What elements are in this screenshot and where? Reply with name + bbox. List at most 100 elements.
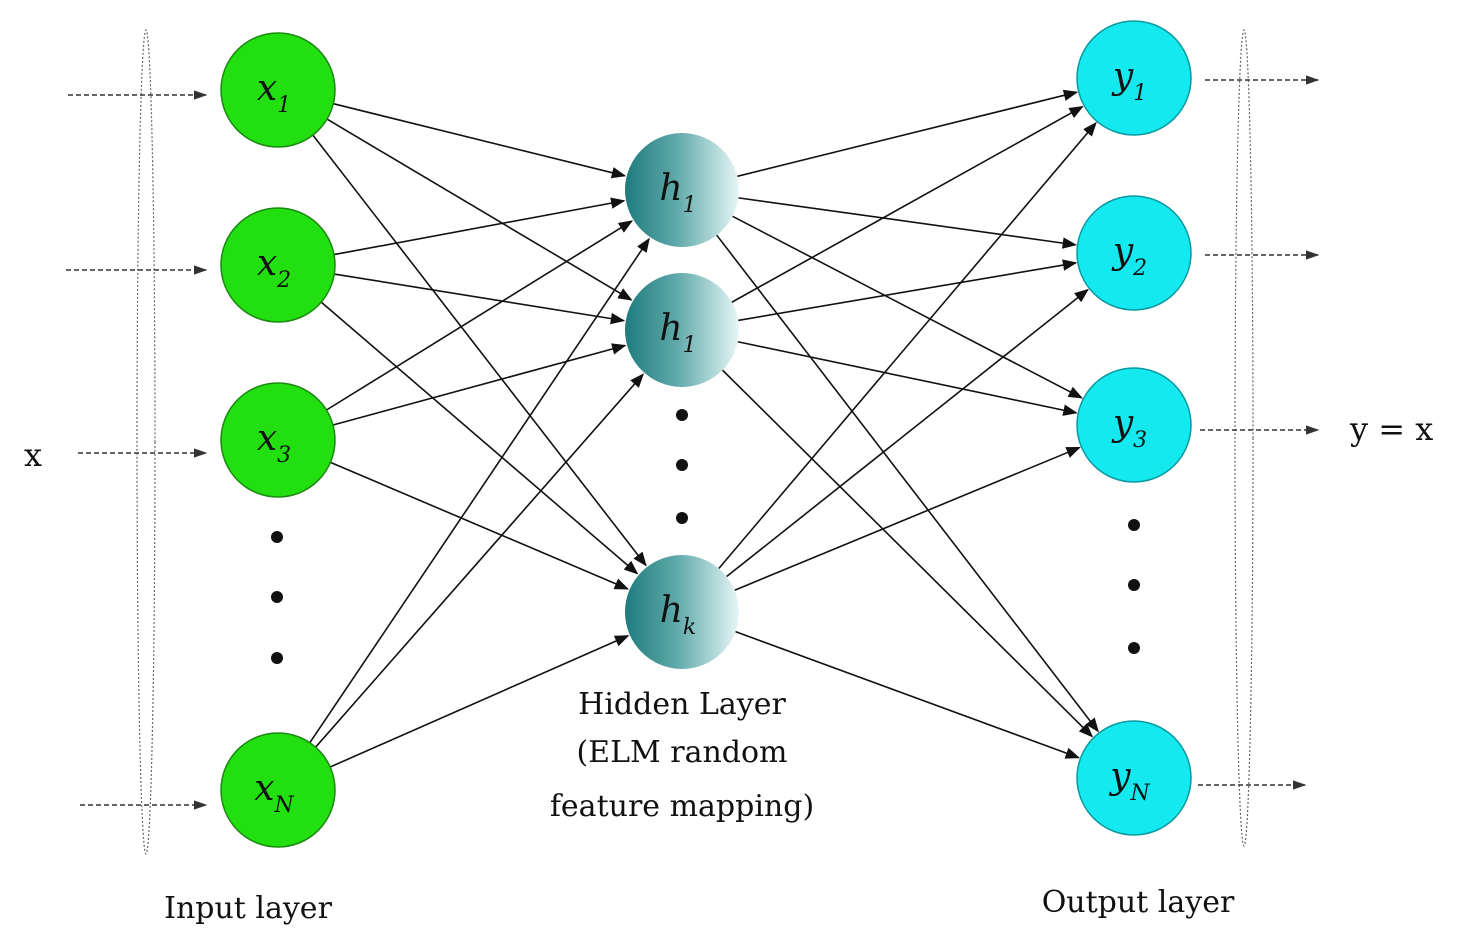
input-layer-label: Input layer bbox=[164, 891, 332, 926]
output-dot-1 bbox=[1128, 519, 1140, 531]
hidden-node-base: h bbox=[659, 168, 682, 209]
hidden-dot-1 bbox=[676, 409, 688, 421]
edge-hidden-2-output-3 bbox=[737, 340, 1078, 416]
edge-hidden-2-output-2 bbox=[738, 259, 1078, 322]
edge-input-3-hidden-2 bbox=[332, 343, 627, 426]
output-node-sub: N bbox=[1130, 781, 1151, 806]
input-node-label: xN bbox=[254, 768, 294, 818]
edge-input-2-hidden-1 bbox=[333, 197, 626, 256]
hidden-node-circle bbox=[625, 133, 739, 247]
input-dot-1 bbox=[271, 531, 283, 543]
edge-hidden-3-output-3 bbox=[734, 446, 1081, 591]
output-arrows bbox=[1198, 75, 1320, 790]
input-node-base: x bbox=[257, 418, 277, 459]
output-dot-2 bbox=[1128, 579, 1140, 591]
output-layer-bracket bbox=[1234, 29, 1254, 847]
hidden-node-circle bbox=[625, 555, 739, 669]
edge-hidden-2-output-4 bbox=[721, 369, 1094, 738]
input-node-4: xN bbox=[220, 732, 336, 848]
edge-hidden-3-output-4 bbox=[735, 630, 1080, 759]
edge-input-4-hidden-1 bbox=[309, 237, 650, 744]
hidden-node-sub: 1 bbox=[683, 193, 697, 218]
edge-hidden-1-output-1 bbox=[737, 89, 1079, 178]
hidden-node-1: h1 bbox=[625, 133, 739, 247]
input-dot-3 bbox=[271, 652, 283, 664]
input-node-circle bbox=[220, 732, 336, 848]
input-node-base: x bbox=[257, 68, 277, 109]
edge-input-1-hidden-1 bbox=[333, 102, 627, 179]
input-node-3: x3 bbox=[220, 382, 336, 498]
output-node-label: y2 bbox=[1111, 231, 1147, 281]
hidden-node-label: h1 bbox=[659, 308, 696, 358]
output-node-2: y2 bbox=[1076, 195, 1192, 311]
output-node-circle bbox=[1076, 20, 1192, 136]
output-node-sub: 1 bbox=[1133, 81, 1147, 106]
input-dot-2 bbox=[271, 591, 283, 603]
edge-hidden-1-output-3 bbox=[732, 215, 1083, 399]
edge-input-1-hidden-2 bbox=[326, 118, 633, 301]
hidden-node-2: h1 bbox=[625, 273, 739, 387]
output-node-circle bbox=[1076, 195, 1192, 311]
input-node-base: x bbox=[257, 243, 277, 284]
hidden-node-circle bbox=[625, 273, 739, 387]
edge-hidden-3-output-1 bbox=[718, 121, 1097, 570]
output-node-sub: 2 bbox=[1132, 256, 1147, 281]
hidden-dot-2 bbox=[676, 459, 688, 471]
output-node-label: y1 bbox=[1111, 56, 1147, 106]
output-node-1: y1 bbox=[1076, 20, 1192, 136]
input-node-label: x3 bbox=[257, 418, 291, 468]
output-ellipsis bbox=[1128, 519, 1140, 654]
input-node-circle bbox=[220, 32, 336, 148]
input-arrows bbox=[66, 90, 208, 810]
input-node-sub: 1 bbox=[277, 93, 291, 118]
input-node-2: x2 bbox=[220, 207, 336, 323]
input-node-base: x bbox=[254, 768, 274, 809]
edge-hidden-2-output-1 bbox=[731, 106, 1084, 303]
input-node-sub: N bbox=[274, 793, 295, 818]
input-node-label: x1 bbox=[257, 68, 291, 118]
connections bbox=[309, 89, 1099, 768]
input-node-sub: 3 bbox=[277, 443, 291, 468]
edge-hidden-3-output-2 bbox=[726, 288, 1089, 578]
hidden-node-label: hk bbox=[660, 590, 697, 640]
input-layer-bracket bbox=[136, 29, 156, 855]
input-node-label: x2 bbox=[257, 243, 291, 293]
input-side-label: x bbox=[24, 436, 42, 474]
hidden-node-label: h1 bbox=[659, 168, 696, 218]
output-node-base: y bbox=[1111, 231, 1134, 272]
edge-input-3-hidden-1 bbox=[326, 220, 634, 411]
input-node-circle bbox=[220, 207, 336, 323]
output-node-label: y3 bbox=[1111, 403, 1147, 453]
hidden-dot-3 bbox=[676, 512, 688, 524]
output-node-sub: 3 bbox=[1133, 428, 1147, 453]
output-layer-label: Output layer bbox=[1042, 885, 1235, 920]
output-node-circle bbox=[1076, 720, 1192, 836]
hidden-node-base: h bbox=[659, 308, 682, 349]
edge-input-4-hidden-2 bbox=[315, 373, 645, 748]
hidden-node-sub: 1 bbox=[683, 333, 697, 358]
input-node-sub: 2 bbox=[276, 268, 291, 293]
output-node-base: y bbox=[1111, 56, 1134, 97]
edge-hidden-1-output-4 bbox=[716, 234, 1099, 733]
output-node-circle bbox=[1076, 367, 1192, 483]
hidden-node-base: h bbox=[660, 590, 683, 631]
output-node-base: y bbox=[1108, 756, 1131, 797]
edge-input-3-hidden-3 bbox=[330, 461, 630, 590]
edge-input-2-hidden-2 bbox=[334, 273, 626, 325]
hidden-node-sub: k bbox=[683, 615, 696, 640]
edge-input-2-hidden-3 bbox=[320, 301, 639, 575]
output-node-3: y3 bbox=[1076, 367, 1192, 483]
output-side-label: y = x bbox=[1349, 410, 1433, 448]
output-node-4: yN bbox=[1076, 720, 1192, 836]
hidden-layer-label-line1: Hidden Layer bbox=[578, 687, 786, 722]
hidden-ellipsis bbox=[676, 409, 688, 524]
output-node-base: y bbox=[1111, 403, 1134, 444]
output-node-label: yN bbox=[1108, 756, 1150, 806]
hidden-layer-label-line2: (ELM random bbox=[576, 735, 787, 770]
edge-input-1-hidden-3 bbox=[312, 134, 647, 567]
edge-hidden-1-output-2 bbox=[738, 197, 1077, 249]
